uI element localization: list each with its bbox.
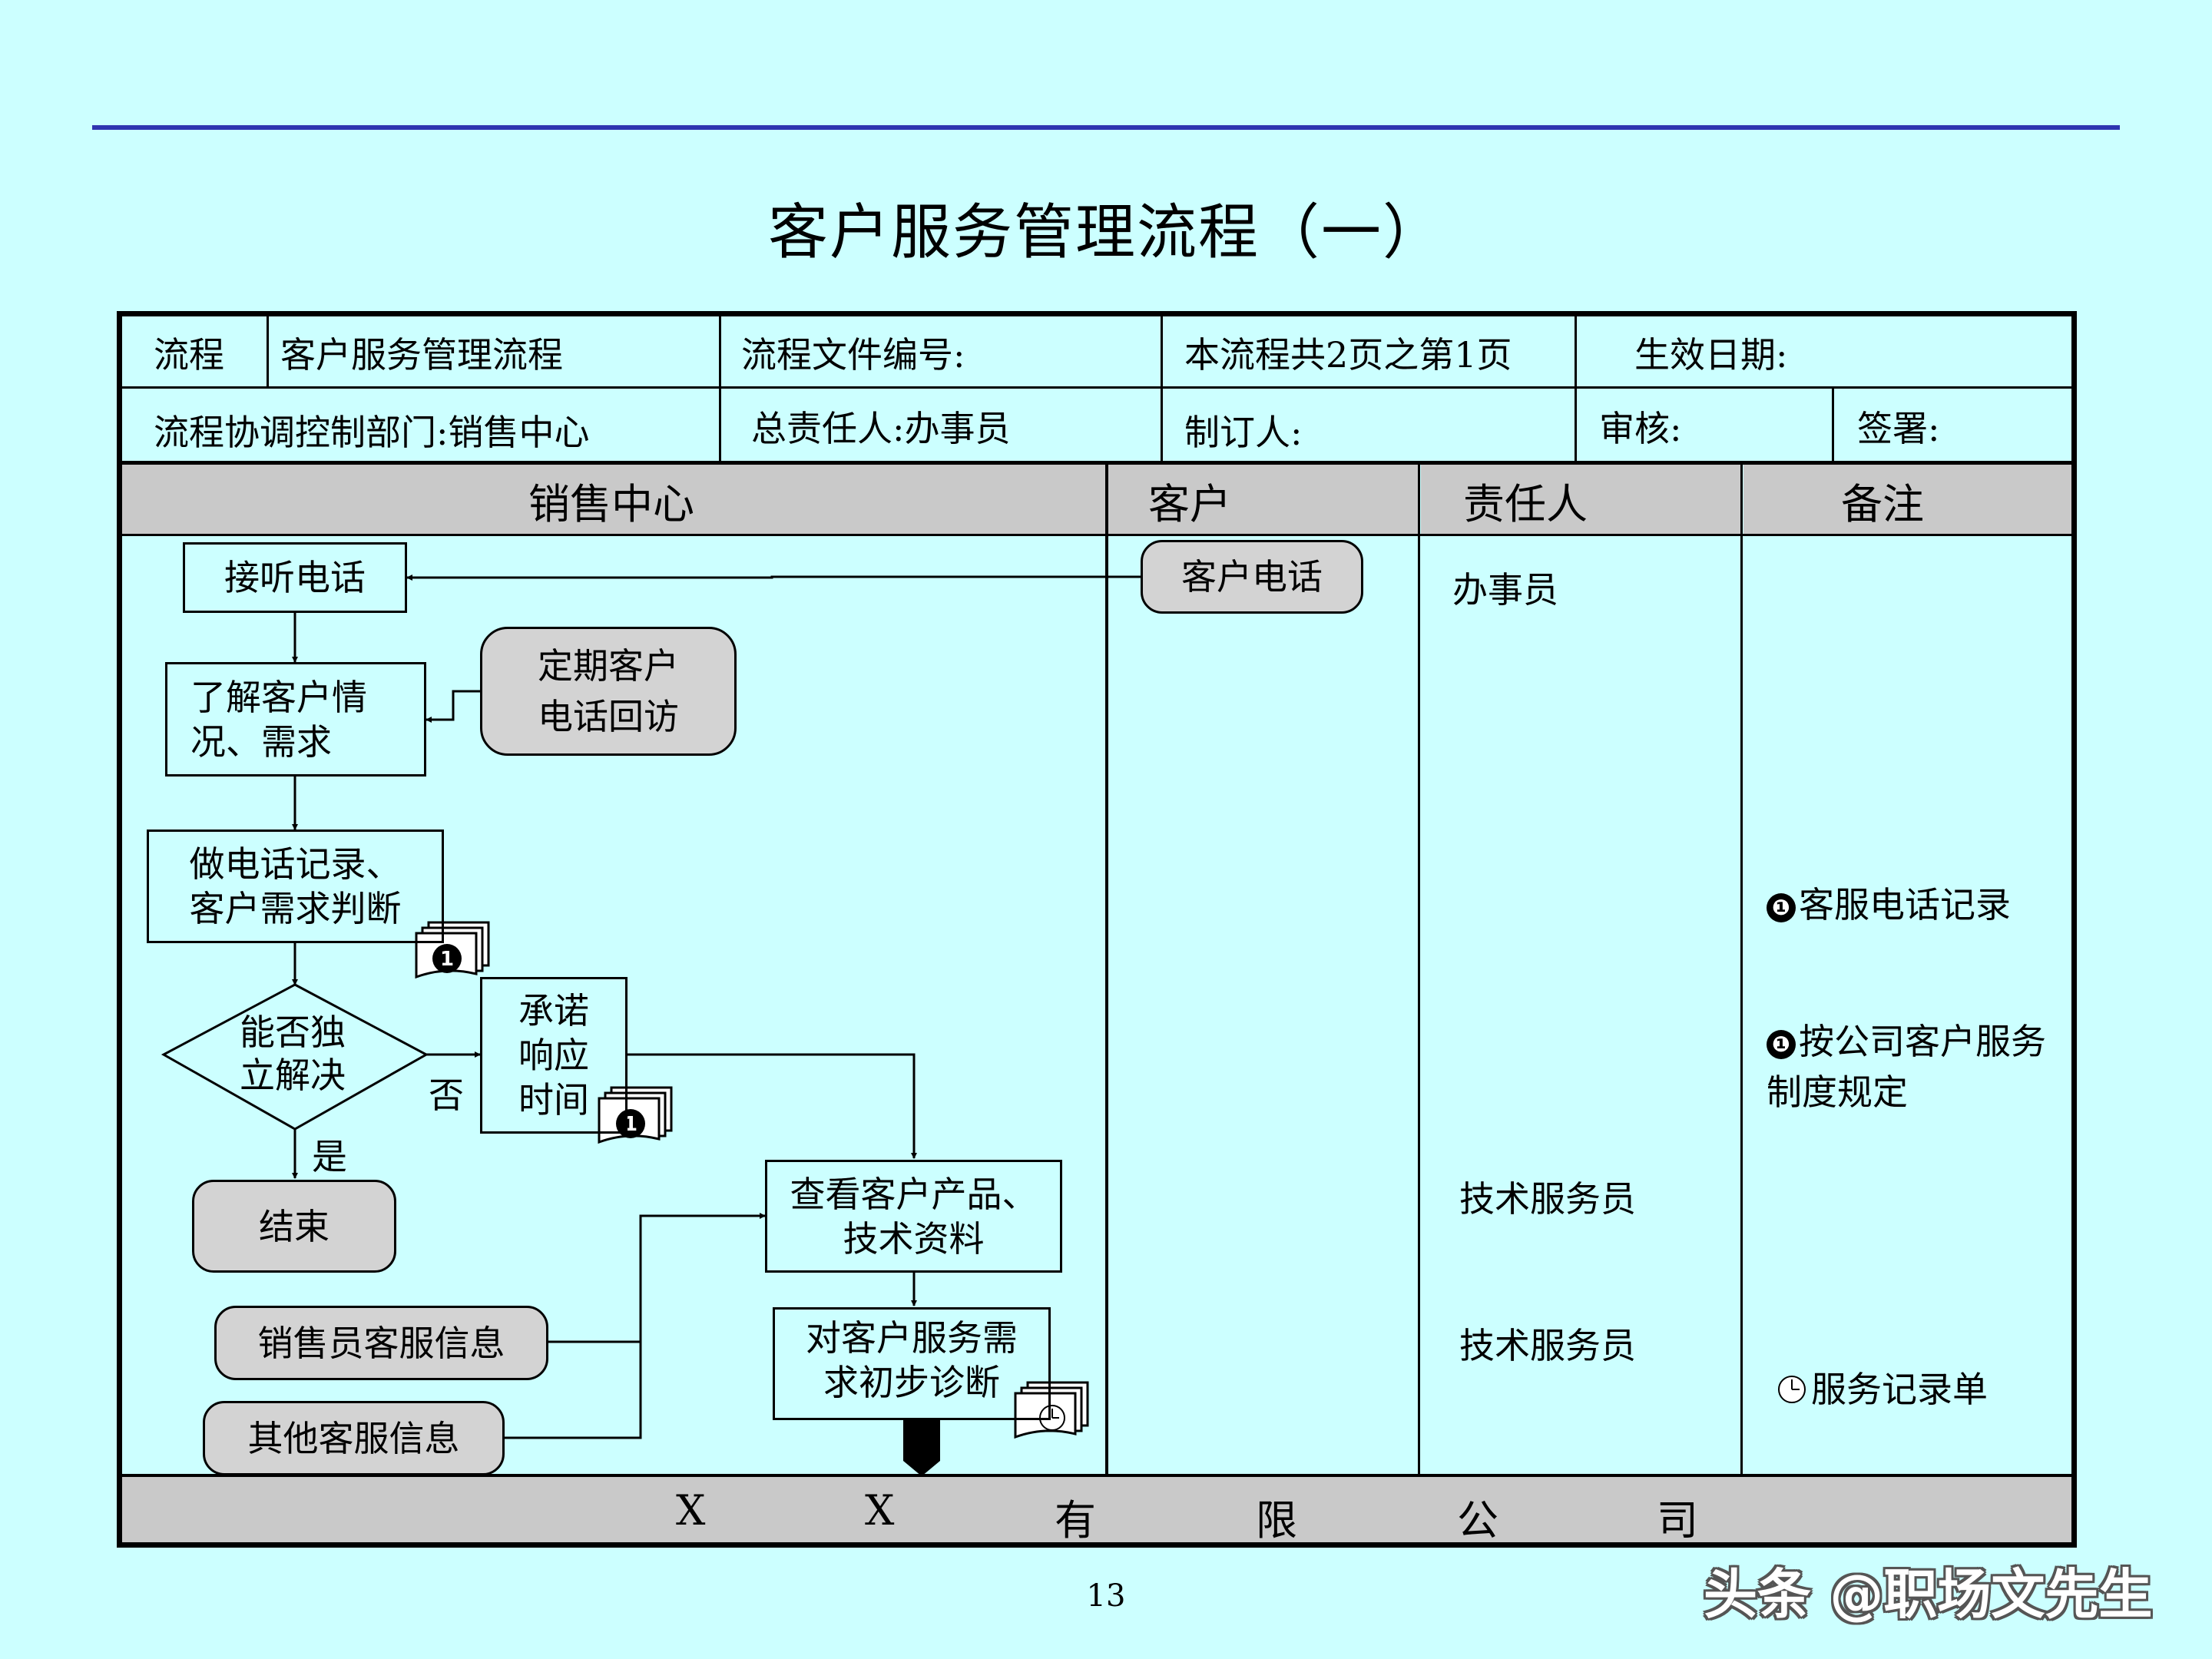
company-footer (122, 1476, 2071, 1542)
responsible-tech-1: 技术服务员 (1459, 1178, 1636, 1220)
lane-divider (1105, 465, 1108, 1476)
process-name: 客户服务管理流程 (280, 334, 563, 376)
footer-char: X (676, 1486, 706, 1535)
lane-header-responsible (1421, 465, 1740, 535)
periodic-callback-terminal: 定期客户电话回访 (480, 627, 737, 756)
diagnose-line2: 求初步诊断 (823, 1361, 1000, 1403)
promise-line3: 时间 (518, 1079, 589, 1121)
answer-call-step: 接听电话 (183, 542, 407, 613)
author-field: 制订人: (1184, 412, 1303, 453)
top-rule (92, 125, 2120, 130)
view-info-line2: 技术资料 (843, 1217, 985, 1260)
reviewer-field: 审核: (1599, 408, 1682, 449)
edge-label-yes: 是 (312, 1136, 347, 1177)
edge-other-info-join (505, 1342, 642, 1439)
view-product-info-step: 查看客户产品、技术资料 (765, 1160, 1062, 1273)
lane-header-notes (1743, 465, 2071, 535)
footer-divider (122, 1474, 2071, 1477)
end-terminal: 结束 (192, 1180, 396, 1273)
document-icon (598, 1086, 673, 1144)
decision-line1: 能否独 (240, 1012, 346, 1053)
edge-promise-to-view (628, 1053, 917, 1159)
svg-text:1: 1 (440, 948, 454, 971)
note-service-record-form: 服务记录单 (1811, 1369, 1988, 1410)
note-policy-line1: 按公司客户服务 (1799, 1021, 2046, 1062)
diagnose-line1: 对客户服务需 (806, 1316, 1018, 1359)
record-call-line1: 做电话记录、 (189, 843, 402, 885)
owner-field: 总责任人:办事员 (751, 408, 1011, 449)
understand-needs-line2: 况、需求 (190, 720, 332, 763)
understand-needs-line1: 了解客户情 (190, 676, 367, 718)
promise-response-step: 承诺响应时间 (480, 977, 628, 1134)
lane-header-sales (122, 465, 1105, 535)
decision-diamond (161, 983, 429, 1131)
edge-label-no: 否 (429, 1075, 464, 1116)
footer-char: 限 (1256, 1496, 1297, 1545)
promise-line2: 响应 (518, 1035, 589, 1076)
page-number: 13 (1086, 1578, 1126, 1614)
header-col-divider (1575, 316, 1577, 462)
header-row-divider (122, 386, 2071, 389)
footer-char: 公 (1457, 1496, 1498, 1545)
view-info-line1: 查看客户产品、 (790, 1173, 1038, 1215)
other-service-info-terminal: 其他客服信息 (203, 1401, 505, 1475)
process-label: 流程 (154, 334, 224, 376)
watermark: 头条 @职场文先生 (1704, 1563, 2153, 1626)
lane-label-customer: 客户 (1148, 480, 1231, 528)
header-col-divider (267, 316, 269, 386)
promise-line1: 承诺 (518, 990, 589, 1031)
periodic-line1: 定期客户 (538, 645, 679, 687)
page-info: 本流程共2页之第1页 (1184, 334, 1512, 376)
note-policy-line2: 制度规定 (1767, 1071, 1908, 1113)
header-col-divider (1832, 386, 1834, 462)
lane-divider (1418, 465, 1420, 1476)
diagnose-needs-step: 对客户服务需求初步诊断 (773, 1307, 1051, 1420)
lane-label-sales: 销售中心 (528, 480, 694, 528)
lane-header-divider (122, 534, 2071, 536)
offpage-connector (903, 1420, 940, 1476)
decision-label: 能否独立解决 (240, 1011, 346, 1097)
understand-needs-step: 了解客户情况、需求 (165, 662, 426, 777)
edge-sales-info-to-view (548, 1213, 766, 1343)
customer-call-terminal: 客户电话 (1141, 540, 1363, 614)
lane-header-customer (1108, 465, 1418, 535)
lane-divider (1740, 465, 1743, 1476)
page-title: 客户服务管理流程（一） (767, 198, 1444, 267)
footer-char: 有 (1055, 1496, 1096, 1545)
note-phone-record-text: 客服电话记录 (1799, 884, 2011, 926)
marker-icon: ❶ (1767, 893, 1796, 922)
record-call-line2: 客户需求判断 (189, 888, 402, 929)
footer-char: 司 (1657, 1496, 1698, 1545)
edge-periodic-to-understand (426, 690, 480, 723)
lane-label-responsible: 责任人 (1463, 480, 1588, 528)
header-col-divider (1161, 316, 1163, 462)
periodic-line2: 电话回访 (538, 696, 679, 737)
header-col-divider (719, 316, 721, 462)
effective-date-field: 生效日期: (1634, 334, 1788, 376)
signature-field: 签署: (1857, 408, 1940, 449)
marker-icon: ❶ (1767, 1030, 1796, 1059)
edge-customer-call-to-answer (406, 575, 1141, 581)
flow-table (117, 311, 2077, 1548)
sales-service-info-terminal: 销售员客服信息 (214, 1306, 548, 1380)
lane-label-notes: 备注 (1841, 480, 1924, 528)
responsible-clerk: 办事员 (1452, 569, 1558, 611)
decision-line2: 立解决 (240, 1055, 346, 1096)
footer-char: X (865, 1486, 895, 1535)
record-call-step: 做电话记录、客户需求判断 (147, 830, 444, 943)
coordinating-dept: 流程协调控制部门:销售中心 (154, 412, 590, 453)
doc-number-field: 流程文件编号: (741, 334, 965, 376)
header-bottom-divider (122, 461, 2071, 465)
clock-icon (1778, 1376, 1806, 1403)
responsible-tech-2: 技术服务员 (1459, 1325, 1636, 1366)
